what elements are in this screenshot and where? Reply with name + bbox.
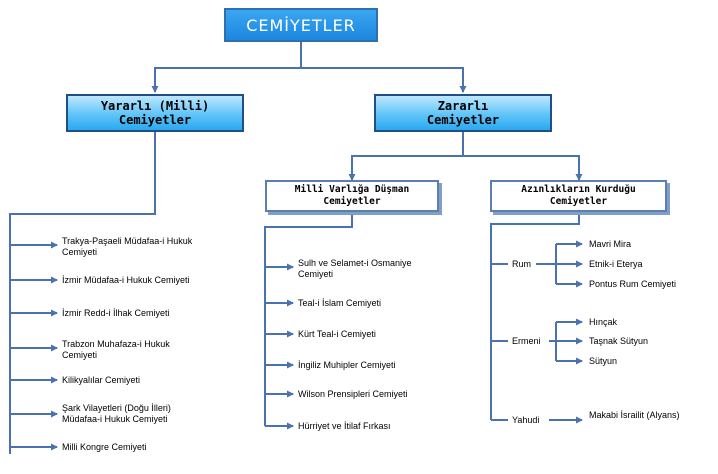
enemy-label-line2: Cemiyetler	[323, 196, 381, 207]
rum-item-1: Mavri Mira	[589, 239, 631, 249]
ermeni-item-1: Hınçak	[589, 317, 618, 327]
group-yahudi: Yahudi	[512, 415, 540, 425]
harmful-label-line2: Cemiyetler	[426, 113, 500, 127]
root-node: CEMİYETLER	[224, 8, 378, 42]
enemy-item-6: Hürriyet ve İtilaf Fırkası	[298, 421, 391, 431]
enemy-societies-node: Milli Varlığa Düşman Cemiyetler	[265, 180, 439, 212]
minority-label-line1: Azınlıkların Kurduğu	[521, 184, 636, 195]
useful-item-5: Kilikyalılar Cemiyeti	[62, 375, 141, 385]
yahudi-item-1: Makabi İsrailit (Alyans)	[589, 410, 680, 420]
minority-societies-node: Azınlıkların Kurduğu Cemiyetler	[490, 180, 667, 212]
useful-item-3: İzmir Redd-i İlhak Cemiyeti	[62, 308, 170, 318]
useful-item-6: Şark Vilayetleri (Doğu İlleri)Müdafaa-i …	[62, 403, 171, 424]
useful-item-7: Milli Kongre Cemiyeti	[62, 442, 147, 452]
enemy-item-5: Wilson Prensipleri Cemiyeti	[298, 389, 408, 399]
minority-label-line2: Cemiyetler	[549, 196, 608, 207]
enemy-item-4: İngiliz Muhipler Cemiyeti	[298, 360, 396, 370]
rum-item-3: Pontus Rum Cemiyeti	[589, 279, 677, 289]
enemy-label-line1: Milli Varlığa Düşman	[294, 184, 410, 195]
enemy-item-3: Kürt Teal-i Cemiyeti	[298, 329, 376, 339]
rum-item-2: Etnik-i Eterya	[589, 259, 643, 269]
enemy-item-2: Teal-i İslam Cemiyeti	[298, 298, 382, 308]
ermeni-item-2: Taşnak Sütyun	[589, 336, 649, 346]
group-ermeni: Ermeni	[512, 336, 541, 346]
harmful-label-line1: Zararlı	[437, 99, 489, 113]
root-label: CEMİYETLER	[246, 15, 356, 35]
useful-item-2: İzmir Müdafaa-i Hukuk Cemiyeti	[62, 275, 190, 285]
group-rum: Rum	[512, 259, 532, 269]
useful-label-line2: Cemiyetler	[118, 113, 192, 127]
ermeni-item-3: Sütyun	[589, 356, 618, 366]
useful-label-line1: Yararlı (Milli)	[100, 99, 210, 113]
harmful-societies-node: Zararlı Cemiyetler	[374, 94, 552, 132]
useful-societies-node: Yararlı (Milli) Cemiyetler	[66, 94, 244, 132]
